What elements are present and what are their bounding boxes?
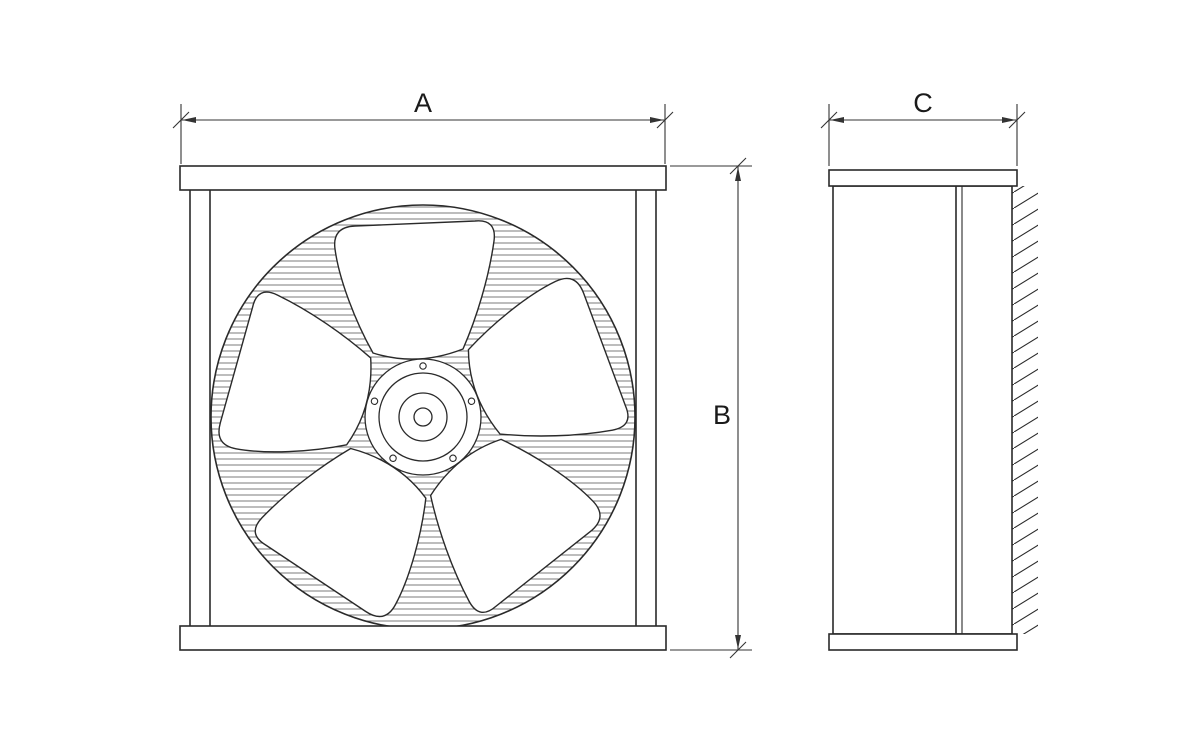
hub-bolt — [449, 454, 457, 463]
dim-c-arrow-right — [1002, 117, 1016, 123]
fan-blade — [333, 220, 496, 360]
dim-c-arrow-left — [830, 117, 844, 123]
dim-b-tick-top — [729, 157, 747, 175]
dim-a-label: A — [414, 88, 432, 118]
dimension-a: A — [172, 88, 674, 164]
dimension-b: B — [670, 157, 752, 659]
dim-a-arrow-right — [650, 117, 664, 123]
side-view — [828, 169, 1038, 651]
dim-a-arrow-left — [182, 117, 196, 123]
fan-blade — [429, 438, 601, 613]
dim-b-arrow-bottom — [735, 635, 741, 649]
front-top-flange — [179, 165, 667, 191]
dim-c-tick-left — [820, 111, 838, 129]
fan-hub — [364, 358, 482, 476]
hub-bolt — [419, 362, 427, 370]
dim-a-tick-left — [172, 111, 190, 129]
dim-c-tick-right — [1008, 111, 1026, 129]
front-bottom-flange — [179, 625, 667, 651]
side-top-flange — [828, 169, 1018, 187]
dim-b-arrow-top — [735, 167, 741, 181]
fan-blade — [218, 291, 372, 453]
fan-impeller — [218, 220, 629, 618]
hub-bolt — [370, 397, 379, 405]
front-view — [179, 165, 667, 651]
dimension-c: C — [820, 88, 1026, 166]
hub-shaft — [413, 407, 433, 427]
side-bottom-flange — [828, 633, 1018, 651]
dim-b-label: B — [713, 400, 731, 430]
dim-b-tick-bottom — [729, 641, 747, 659]
hub-bolt — [389, 454, 397, 463]
front-casing — [179, 165, 667, 651]
dim-c-label: C — [913, 88, 933, 118]
hub-bolt — [467, 397, 476, 405]
fan-blade — [254, 447, 427, 618]
dim-a-tick-right — [656, 111, 674, 129]
fan-blade — [467, 277, 629, 437]
mounting-hatch — [1012, 186, 1038, 634]
side-body — [832, 185, 1013, 635]
